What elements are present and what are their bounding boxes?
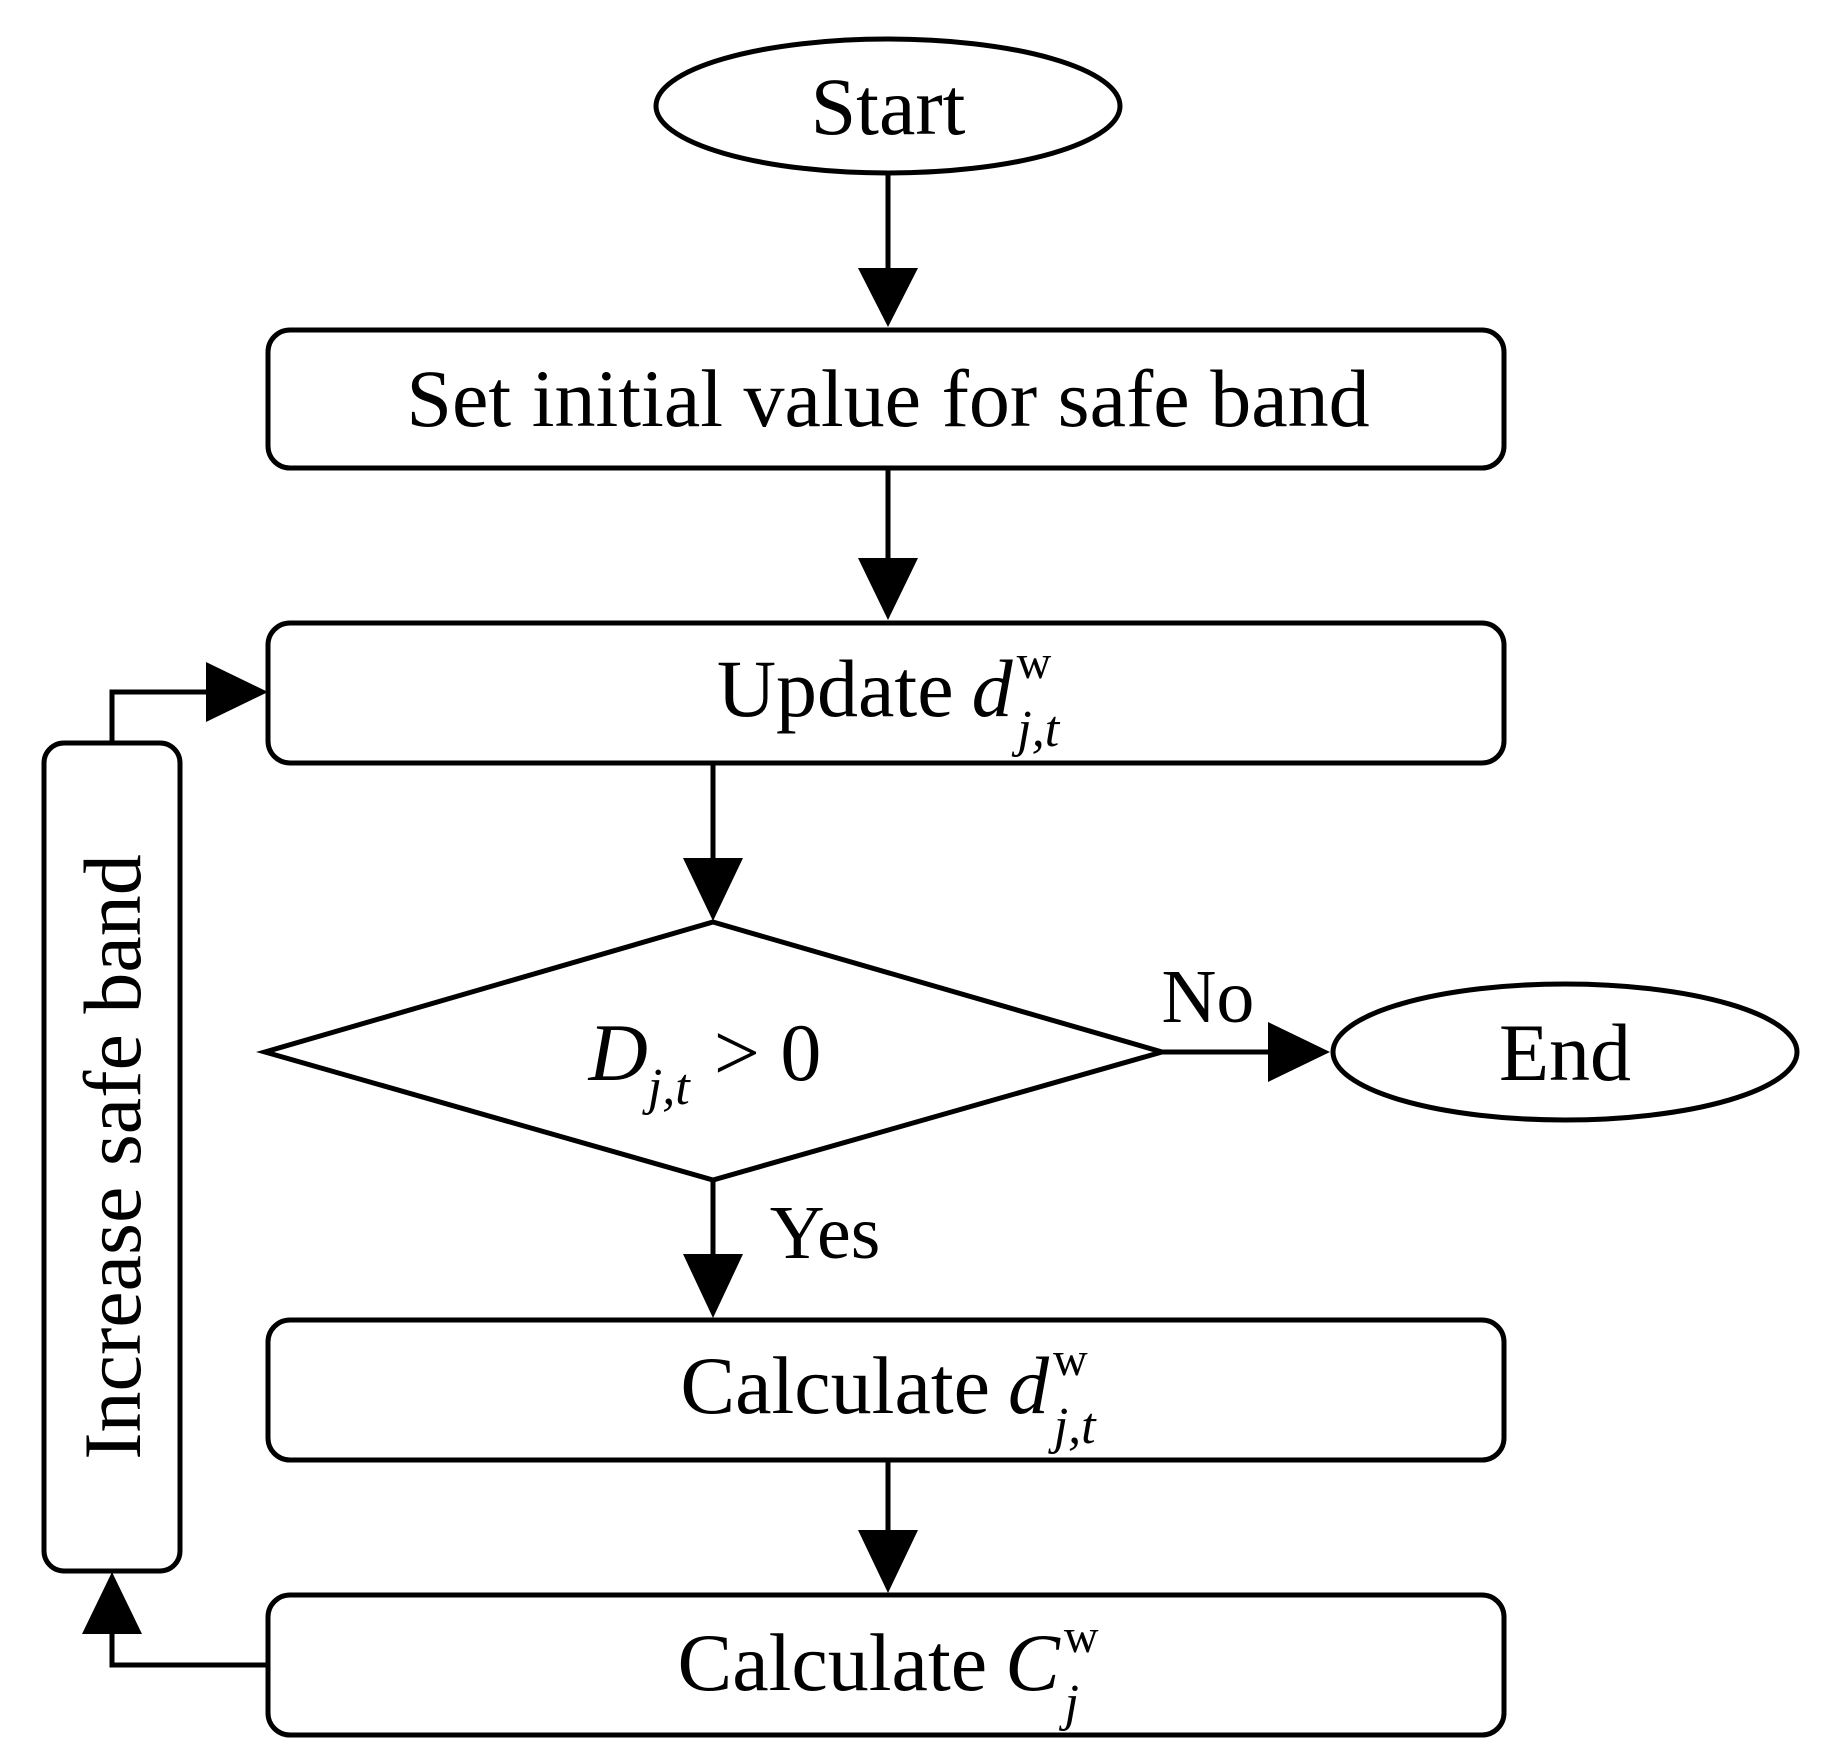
arrow-calcc-to-increase-line (109, 1630, 268, 1668)
yes-label: Yes (770, 1191, 881, 1275)
calc-c-var: C (1005, 1617, 1061, 1708)
arrow-calcc-to-increase-head (82, 1572, 142, 1634)
set-initial-box (265, 327, 1507, 471)
increase-safe-band-label: Increase safe band (67, 854, 158, 1460)
calc-c-sub: j (1059, 1675, 1079, 1732)
arrow-start-to-init-head (858, 268, 918, 327)
update-sup: w (1017, 636, 1052, 689)
calc-d-sup: w (1053, 1333, 1088, 1386)
update-text: Update (717, 643, 954, 734)
calc-d-sub: j,t (1048, 1398, 1097, 1455)
arrow-yes-head (683, 1254, 743, 1318)
calculate-d-box (265, 1317, 1507, 1463)
decision-label: Dj,t > 0 (588, 1007, 822, 1116)
arrow-calcd-to-calcc-head (858, 1530, 918, 1593)
calc-d-text: Calculate (680, 1340, 990, 1431)
update-sub: j,t (1011, 701, 1060, 758)
start-label: Start (811, 61, 966, 152)
update-box (265, 620, 1507, 766)
calc-c-sup: w (1064, 1610, 1099, 1663)
update-var: d (972, 643, 1014, 734)
arrow-no-head (1268, 1022, 1330, 1082)
arrow-update-to-decision-head (683, 858, 743, 921)
end-terminal (1330, 981, 1800, 1123)
arrow-increase-to-update-line (109, 689, 210, 743)
arrow-init-to-update-head (858, 558, 918, 620)
set-initial-label: Set initial value for safe band (406, 353, 1369, 444)
end-label: End (1499, 1007, 1631, 1098)
decision-var: D (588, 1007, 648, 1098)
arrow-increase-to-update-head (206, 662, 268, 722)
decision-rest: > 0 (714, 1007, 822, 1098)
calc-c-text: Calculate (678, 1617, 988, 1708)
decision-sub: j,t (642, 1059, 691, 1116)
calc-d-var: d (1008, 1340, 1050, 1431)
no-label: No (1162, 955, 1255, 1039)
